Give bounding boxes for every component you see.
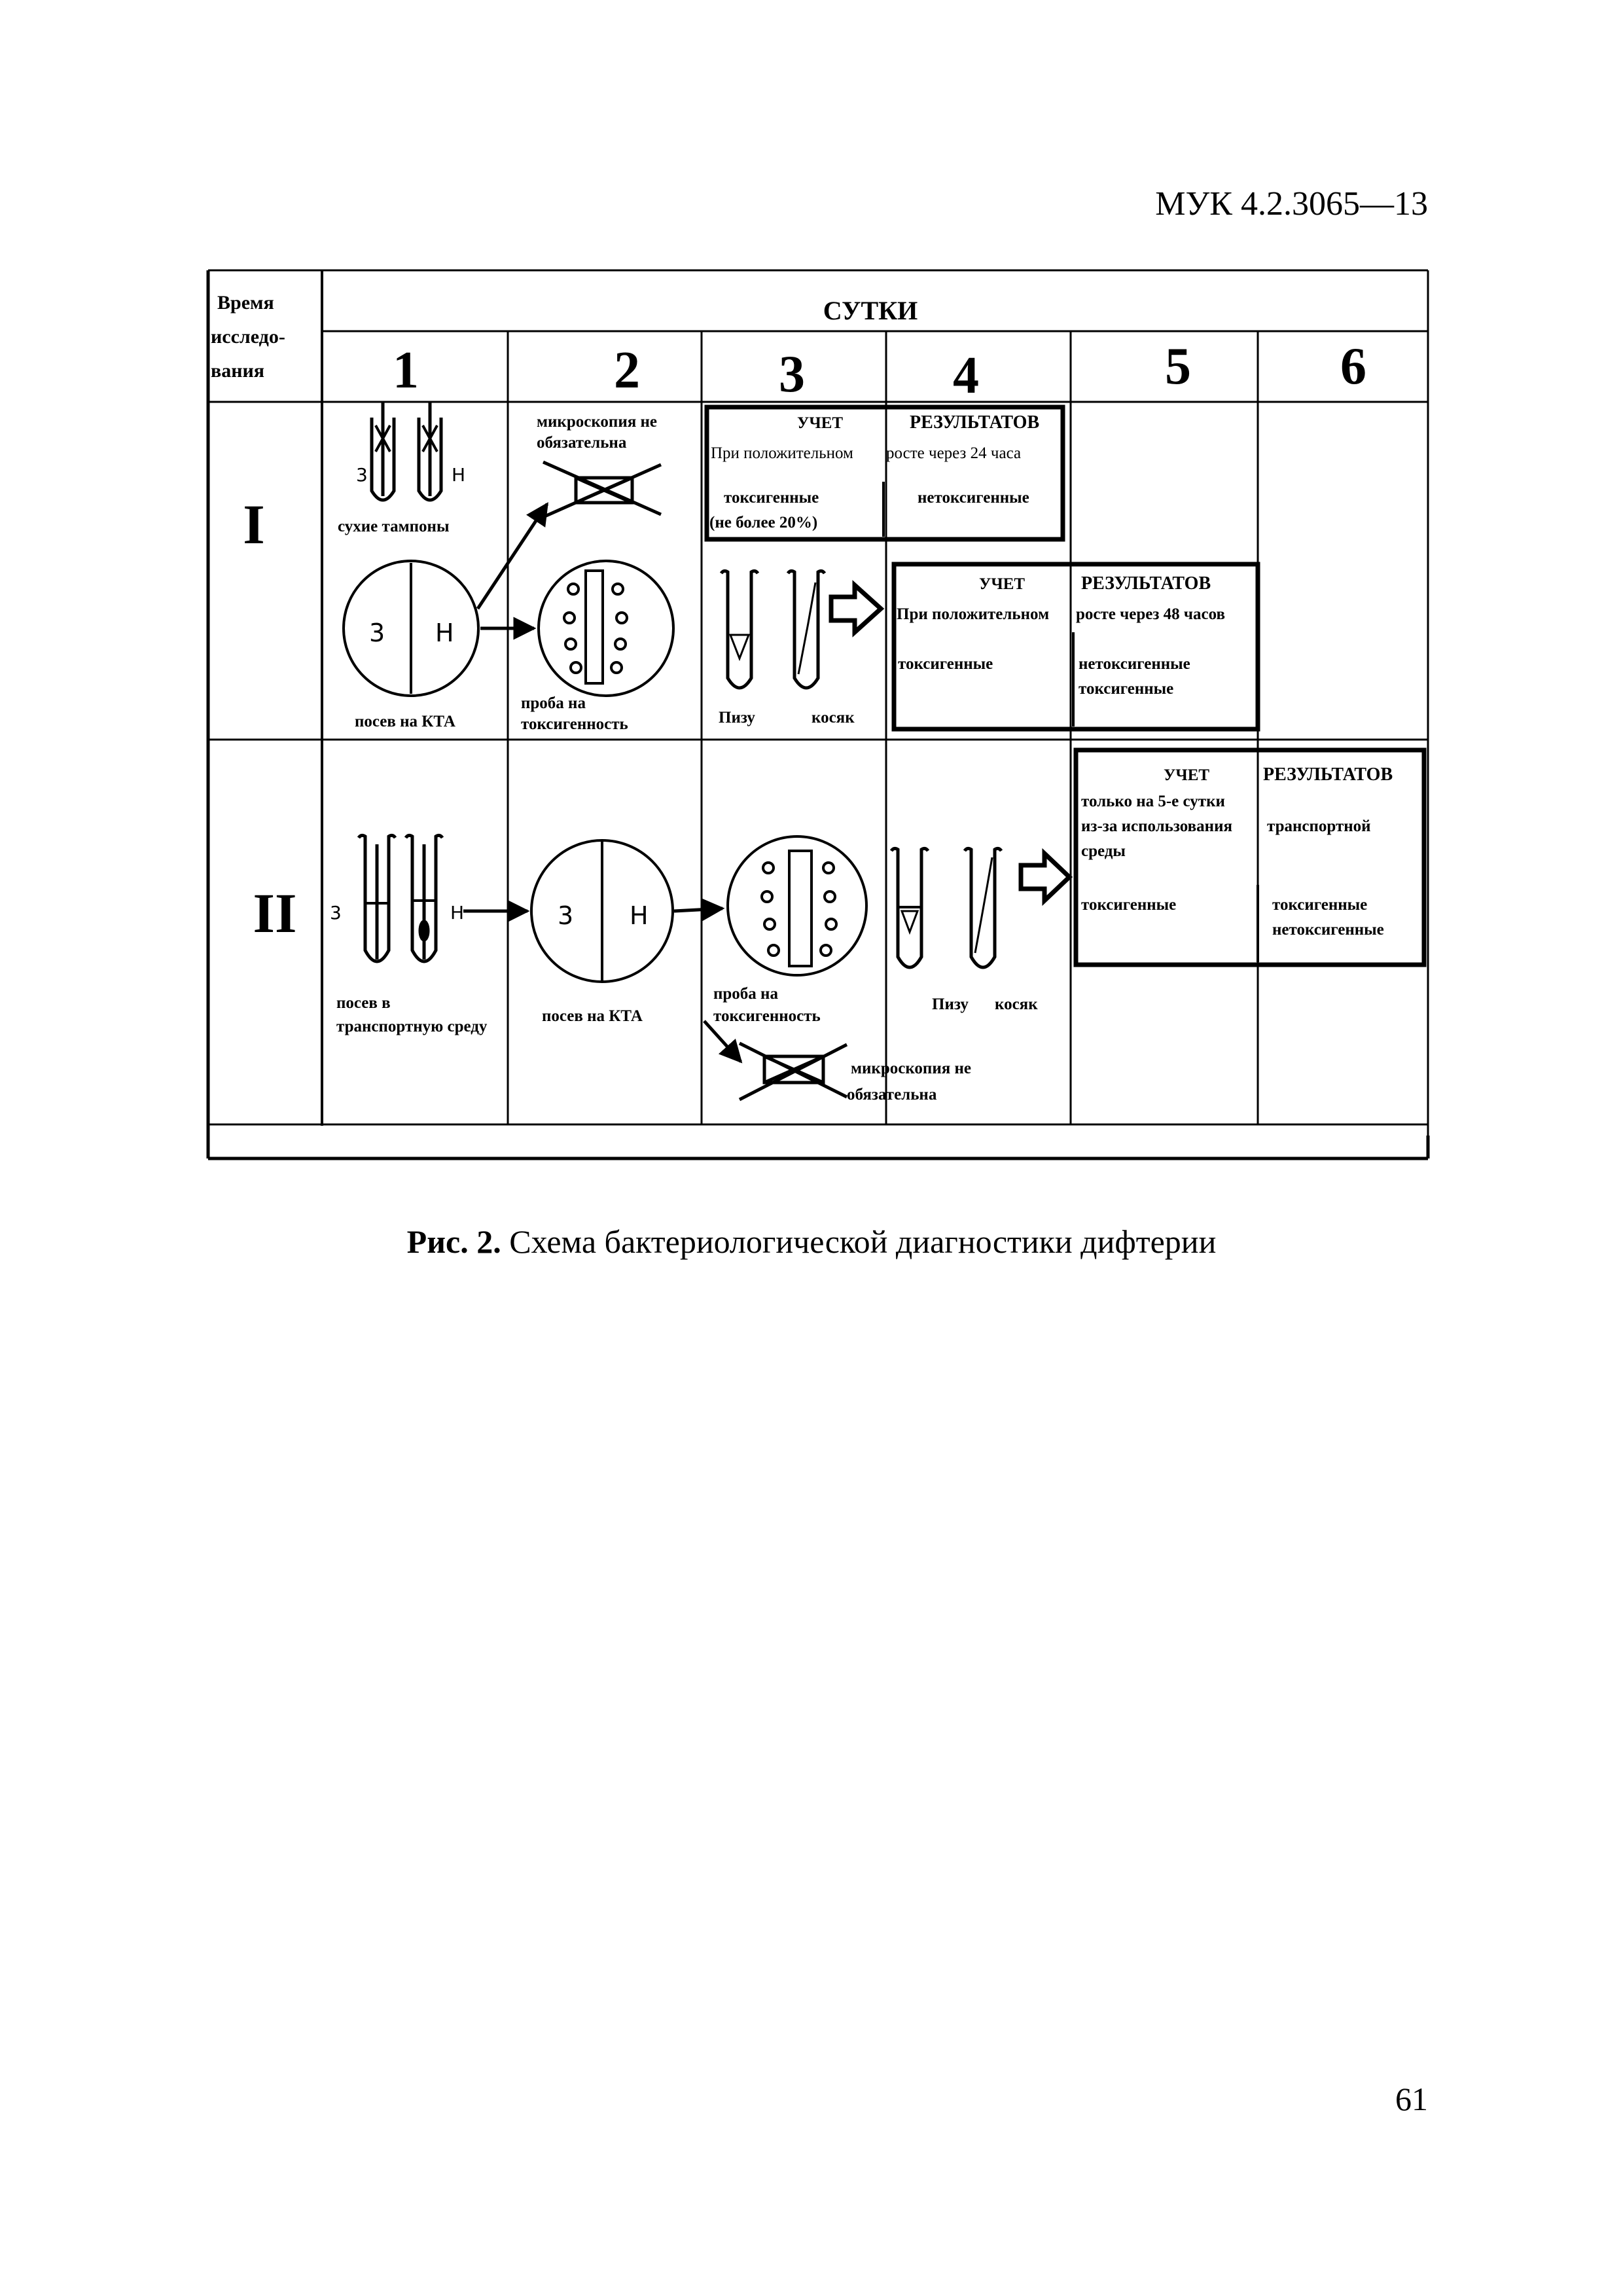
results-box-24h: УЧЕТ РЕЗУЛЬТАТОВ При положительном росте… — [704, 404, 1065, 542]
row-label-i: I — [243, 493, 264, 556]
box24-title-a: УЧЕТ — [797, 414, 843, 432]
box5-right-2: нетоксигенные — [1272, 921, 1384, 939]
time-label: вания — [211, 360, 264, 382]
day-6: 6 — [1340, 338, 1366, 395]
pizu-kosyak-tubes-2 — [889, 846, 1003, 969]
results-box-48h: УЧЕТ РЕЗУЛЬТАТОВ При положительном росте… — [891, 562, 1260, 732]
arrow-to-microscopy-2 — [703, 1020, 743, 1064]
arrow-to-microscopy — [476, 502, 549, 610]
box5-l1: только на 5-е сутки — [1081, 793, 1225, 810]
box24-title-b: РЕЗУЛЬТАТОВ — [910, 412, 1039, 433]
plate-label-n: Н — [435, 619, 454, 647]
box48-right-2: токсигенные — [1079, 680, 1173, 698]
tox-test-label-1b: токсигенность — [521, 715, 628, 733]
tube-label-n: Н — [452, 464, 465, 486]
transport-tube-label-z: 3 — [330, 902, 342, 924]
box48-sub-b: росте через 48 часов — [1076, 605, 1225, 623]
box24-sub-b: росте через 24 часа — [886, 444, 1021, 462]
pizu-label-2: Пизу — [932, 996, 969, 1013]
microscopy-label-2b: обязательна — [847, 1086, 937, 1103]
plate2-label-n: Н — [630, 901, 649, 930]
box48-right-1: нетоксигенные — [1079, 655, 1190, 673]
box5-l2: из-за использования — [1081, 817, 1232, 835]
results-box-day5: УЧЕТ РЕЗУЛЬТАТОВ только на 5-е сутки из-… — [1073, 747, 1427, 967]
tox-test-label-2b: токсигенность — [713, 1007, 821, 1025]
box5-right-1: токсигенные — [1272, 896, 1367, 914]
caption-prefix: Рис. 2. — [406, 1223, 501, 1260]
pizu-label-1: Пизу — [719, 709, 755, 726]
tox-test-label-1: проба на — [521, 694, 586, 712]
microscopy-label-2: микроскопия не — [851, 1060, 971, 1077]
pizu-kosyak-tubes — [719, 569, 827, 690]
day-1: 1 — [393, 342, 419, 399]
row-label-ii: II — [253, 882, 297, 944]
box5-l3: среды — [1081, 842, 1126, 860]
days-title: СУТКИ — [823, 296, 918, 325]
sowing-transport-label-1: посев в — [336, 994, 391, 1012]
box48-title-a: УЧЕТ — [979, 575, 1025, 593]
box48-left: токсигенные — [898, 655, 993, 673]
kta-plate-2 — [530, 839, 674, 983]
sowing-kta-label-1: посев на КТА — [355, 713, 455, 730]
day-5: 5 — [1165, 338, 1191, 395]
box24-left-1: токсигенные — [724, 489, 819, 507]
caption-text: Схема бактериологической диагностики диф… — [501, 1223, 1217, 1260]
plate2-label-z: 3 — [558, 901, 573, 930]
microscope-slide-icon — [542, 460, 662, 519]
tube-label-z: 3 — [356, 464, 368, 486]
sowing-transport-label-2: транспортную среду — [336, 1018, 488, 1035]
microscopy-label-1: микроскопия не — [537, 413, 657, 431]
dry-swab-tubes — [370, 403, 443, 502]
kta-plate — [342, 560, 480, 697]
kosyak-label-2: косяк — [995, 996, 1038, 1013]
dry-swabs-label: сухие тампоны — [338, 518, 449, 535]
transport-tube-label-n: Н — [450, 902, 464, 924]
document-code: МУК 4.2.3065—13 — [1155, 185, 1428, 223]
sowing-kta-label-2: посев на КТА — [542, 1007, 643, 1025]
microscopy-label-1b: обязательна — [537, 434, 627, 452]
box5-title-b: РЕЗУЛЬТАТОВ — [1263, 764, 1393, 785]
block-arrow-icon-2 — [1018, 848, 1073, 906]
box48-sub-a: При положительном — [897, 605, 1049, 623]
day-4: 4 — [953, 347, 979, 404]
arrow-to-tox-test-2 — [673, 898, 725, 922]
microscope-slide-icon-2 — [738, 1041, 848, 1102]
tox-test-label-2: проба на — [713, 985, 778, 1003]
box48-title-b: РЕЗУЛЬТАТОВ — [1081, 573, 1211, 594]
figure-caption: Рис. 2. Схема бактериологической диагнос… — [0, 1223, 1623, 1261]
day-2: 2 — [614, 342, 640, 399]
transport-media-tubes — [357, 833, 444, 963]
day-3: 3 — [779, 346, 805, 403]
tox-test-plate — [537, 560, 675, 697]
box24-right: нетоксигенные — [918, 489, 1029, 507]
time-label: исследо- — [211, 326, 285, 348]
block-arrow-icon — [829, 580, 885, 637]
box24-left-2: (не более 20%) — [709, 514, 817, 531]
plate-label-z: 3 — [369, 619, 385, 647]
kosyak-label-1: косяк — [812, 709, 855, 726]
box5-left: токсигенные — [1081, 896, 1176, 914]
box5-l2b: транспортной — [1267, 817, 1371, 835]
page-number: 61 — [1395, 2081, 1428, 2117]
box24-sub-a: При положительном — [711, 444, 853, 462]
time-label: Время — [217, 292, 274, 314]
tox-test-plate-2 — [726, 835, 868, 977]
box5-title-a: УЧЕТ — [1164, 766, 1209, 784]
